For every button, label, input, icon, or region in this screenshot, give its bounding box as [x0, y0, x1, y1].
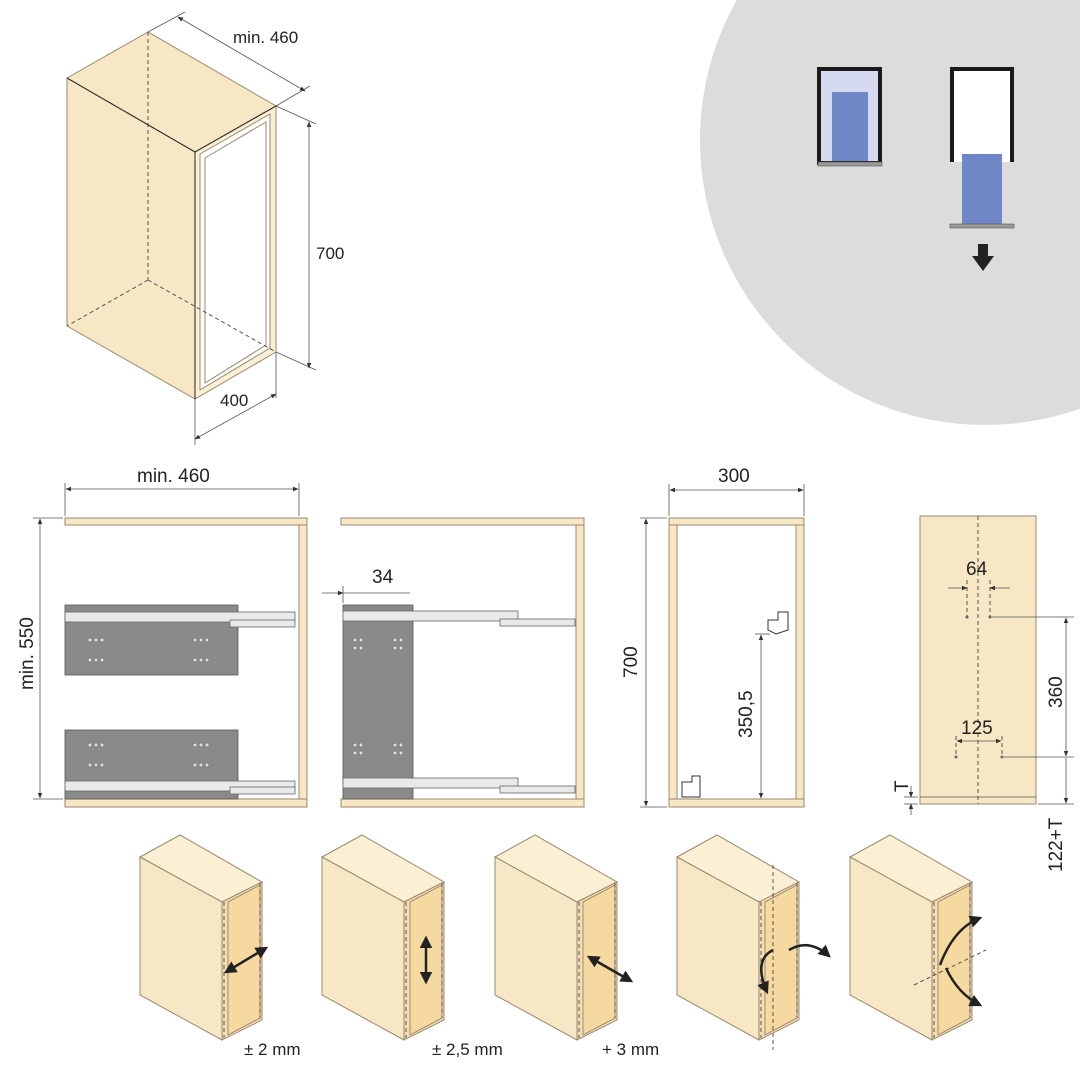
adjust-arrow-icon-3 [586, 955, 634, 983]
adjustment-label-3: + 3 mm [602, 1040, 659, 1059]
drill-vertical-label: 360 [1046, 676, 1067, 708]
adjust-arrow-icon-5 [913, 915, 987, 1007]
adjustment-row [138, 834, 987, 1050]
cabinet-open-icon [949, 67, 1015, 271]
adjust-arrow-icon-1 [223, 946, 269, 974]
iso-width-label: min. 460 [233, 28, 298, 47]
thickness-label: T [892, 780, 913, 792]
side-view: 34 [322, 517, 585, 808]
depth-width-label: 300 [718, 466, 750, 487]
adjust-cabinet-5 [848, 834, 987, 1041]
isometric-cabinet: min. 460 700 400 [65, 11, 344, 445]
depth-height-label: 700 [621, 646, 642, 678]
background-circle [700, 0, 1080, 425]
adjustment-label-2: ± 2,5 mm [432, 1040, 503, 1059]
iso-depth-label: 400 [220, 391, 248, 410]
drill-bottom-spacing-label: 125 [961, 718, 993, 739]
bracket-bottom-icon [681, 775, 701, 798]
rail-top [64, 611, 296, 623]
adjust-cabinet-1 [138, 834, 269, 1041]
arrow-down-icon [972, 244, 994, 271]
adjust-cabinet-4 [675, 834, 831, 1050]
drill-top-spacing-label: 64 [966, 559, 988, 580]
adjust-cabinet-3 [493, 834, 634, 1041]
cabinet-closed-icon [817, 67, 883, 167]
mount-height-label: 350,5 [736, 690, 757, 738]
iso-height-label: 700 [316, 244, 344, 263]
adjust-cabinet-2 [320, 834, 446, 1041]
mounting-plate-vertical [342, 604, 414, 800]
operation-icon [700, 0, 1080, 425]
bottom-offset-label: 122+T [1046, 817, 1067, 872]
front-height-label: min. 550 [17, 617, 38, 690]
bracket-top-icon [767, 611, 789, 635]
door-drilling-view: 64 125 360 T 122+T [892, 515, 1074, 872]
adjust-arrow-icon-4 [757, 865, 831, 1050]
depth-view: 300 700 350,5 [621, 466, 805, 808]
rail-bottom [64, 780, 296, 792]
front-view: min. 460 min. 550 [17, 466, 308, 808]
front-width-label: min. 460 [137, 466, 210, 487]
side-offset-label: 34 [372, 567, 394, 588]
adjustment-label-1: ± 2 mm [244, 1040, 301, 1059]
